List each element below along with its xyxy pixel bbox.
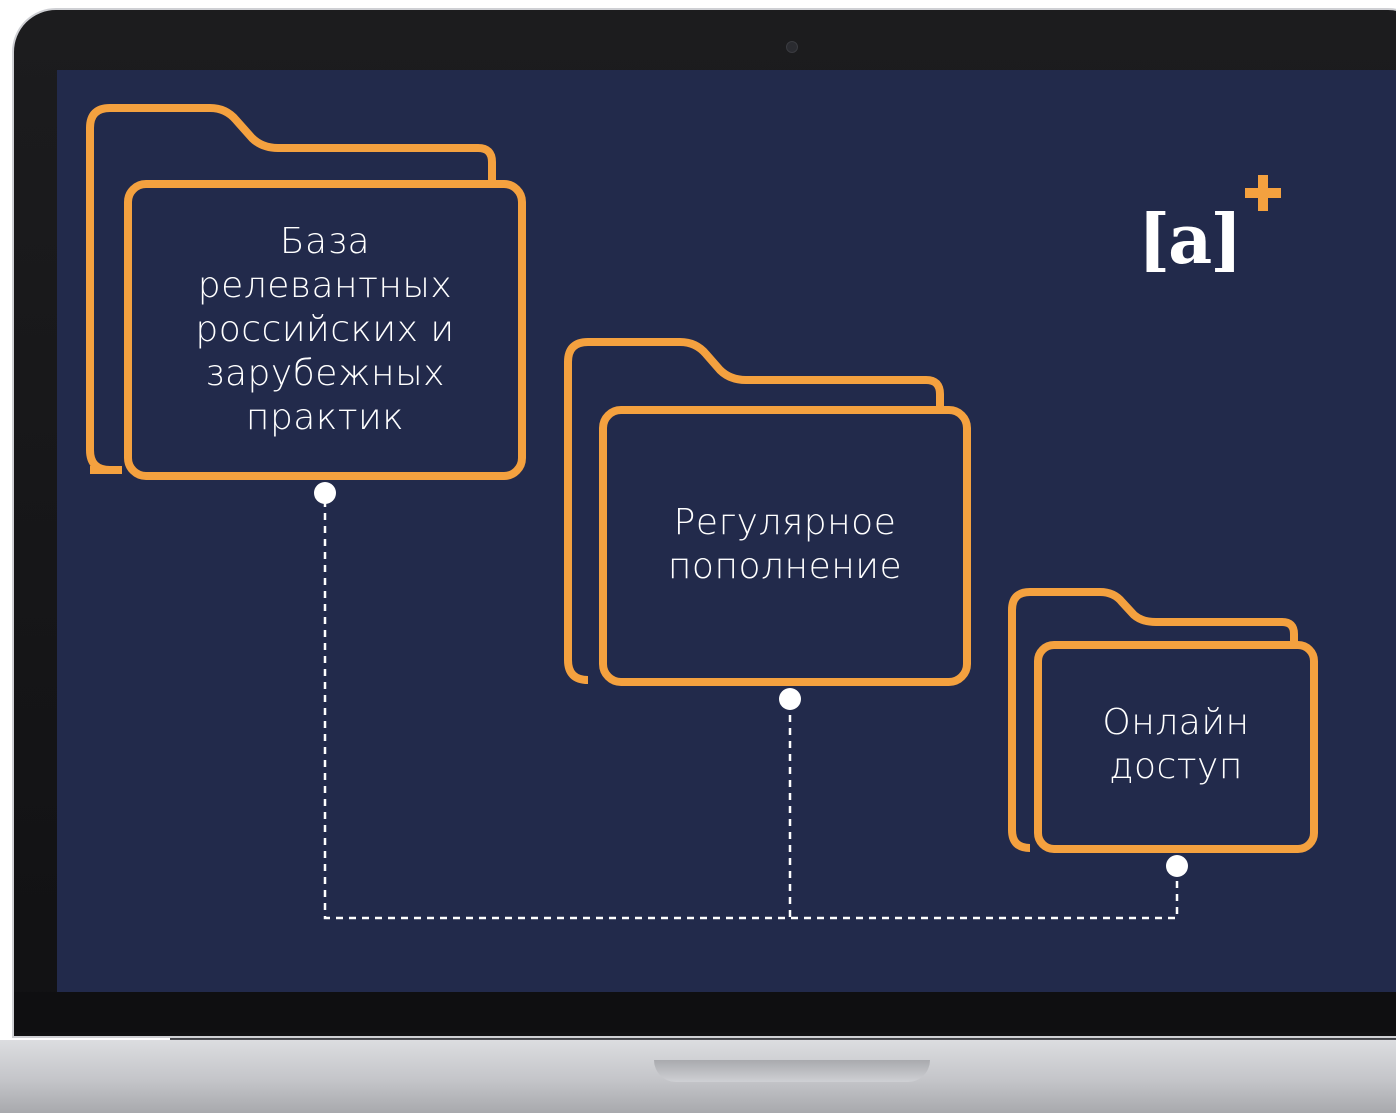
connector-dot — [779, 688, 801, 710]
folder-2-icon — [564, 338, 971, 686]
connector-dot — [314, 482, 336, 504]
connector-lines — [323, 500, 1179, 920]
folder-label-regular-updates: Регулярное пополнение — [667, 502, 903, 587]
folder-1-icon — [86, 104, 526, 480]
connector-dot — [1166, 855, 1188, 877]
brand-logo: [a] — [1138, 180, 1288, 300]
camera-icon — [786, 41, 798, 53]
laptop-notch — [654, 1060, 930, 1082]
plus-icon — [1245, 175, 1281, 211]
folder-3-icon — [1008, 588, 1318, 853]
screen-bezel — [14, 992, 1396, 1032]
logo-text: [a] — [1138, 200, 1242, 280]
folder-label-database: База релевантных российских и зарубежных… — [195, 221, 455, 438]
connector-dots — [314, 482, 1188, 877]
folder-label-online-access: Онлайн доступ — [1102, 702, 1250, 787]
